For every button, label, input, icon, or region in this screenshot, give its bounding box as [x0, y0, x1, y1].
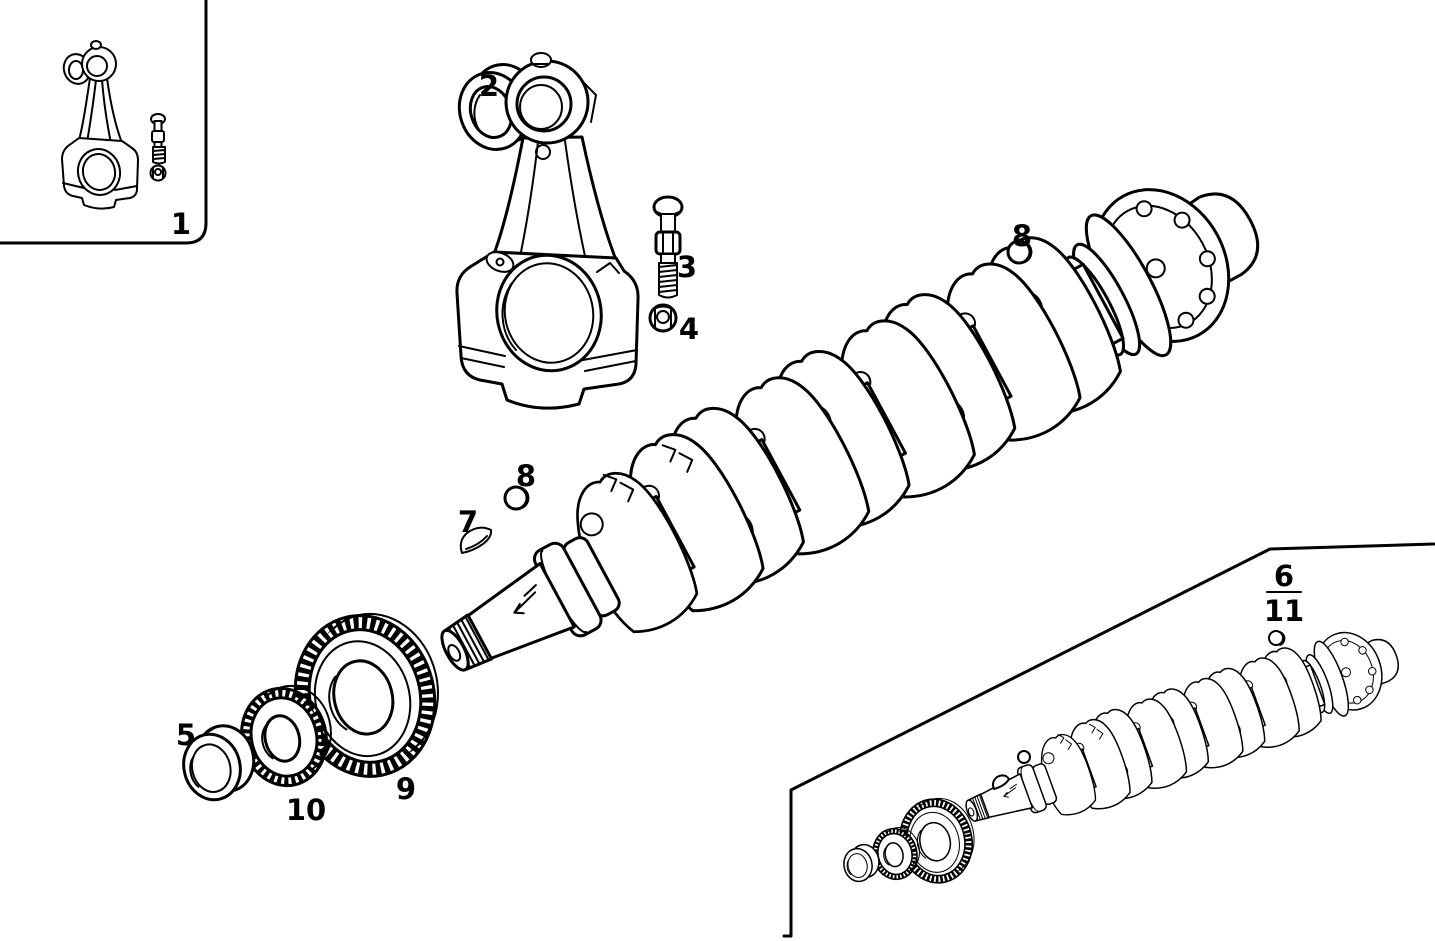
rod-bolt-small — [150, 113, 166, 165]
callout-5: 5 — [176, 718, 196, 752]
inset-frame-top-left — [0, 0, 208, 245]
callout-8-front: 8 — [516, 459, 536, 493]
callout-9: 9 — [396, 772, 416, 806]
callout-4: 4 — [679, 312, 699, 346]
cup-plug-rear — [1006, 239, 1033, 265]
callout-1: 1 — [171, 207, 191, 241]
callout-fraction-6-11: 6 11 — [1264, 559, 1304, 628]
callout-11: 11 — [1264, 594, 1304, 628]
rod-nut-large — [648, 303, 678, 333]
rod-bolt-large — [652, 195, 684, 299]
woodruff-key — [459, 526, 493, 554]
crankshaft-assembly-mini — [839, 612, 1411, 889]
callout-7: 7 — [458, 505, 478, 539]
connecting-rod-assembly-small — [61, 40, 139, 210]
inset-frame-bottom-right — [782, 542, 1435, 938]
cup-plug-front — [503, 485, 530, 511]
connecting-rod-large — [455, 52, 640, 410]
callout-6: 6 — [1274, 559, 1294, 593]
callout-10: 10 — [286, 793, 326, 827]
callout-8-rear: 8 — [1012, 219, 1032, 253]
callout-2: 2 — [479, 69, 499, 103]
rod-nut-small — [149, 164, 167, 182]
callout-3: 3 — [677, 250, 697, 284]
